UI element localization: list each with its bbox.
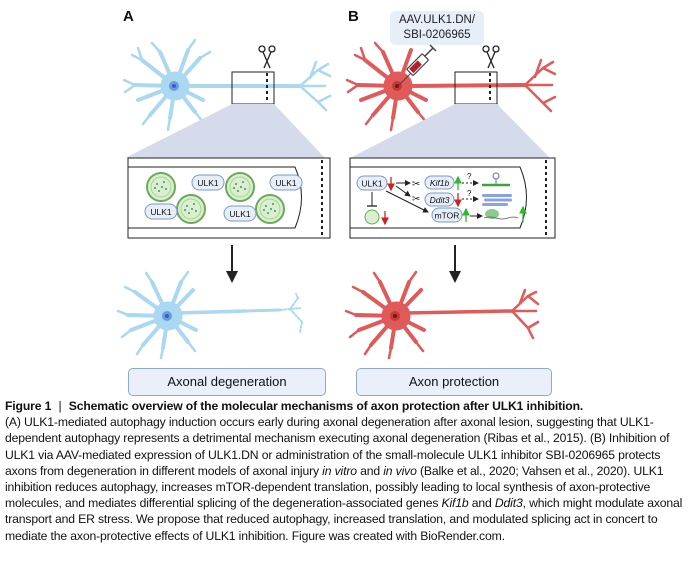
neuron-b-protected bbox=[344, 270, 540, 360]
treatment-label: AAV.ULK1.DN/ SBI-0206965 bbox=[390, 11, 484, 45]
treatment-label-line2: SBI-0206965 bbox=[403, 29, 471, 41]
caption-ddit3: Ddit3 bbox=[494, 496, 523, 511]
caption-text-part3: , which might modulate axonal transport … bbox=[5, 496, 683, 543]
caption-title: Schematic overview of the molecular mech… bbox=[68, 399, 584, 413]
mtor-label: mTOR bbox=[435, 211, 460, 221]
caption-in-vivo: in vivo bbox=[383, 463, 417, 478]
mtor-pill bbox=[431, 207, 463, 223]
ulk1-label: ULK1 bbox=[197, 178, 219, 188]
caption-separator: | bbox=[58, 399, 62, 413]
ulk1-pill: ULK1 bbox=[223, 205, 257, 222]
autophagosome-icon bbox=[255, 194, 285, 224]
figure-schematic: A B AAV.ULK1.DN/ SBI-0206965 bbox=[116, 8, 557, 396]
autophagosome-icon bbox=[146, 172, 176, 202]
autophagosome-icon bbox=[176, 194, 206, 224]
caption-text-part1: (A) ULK1-mediated autophagy induction oc… bbox=[5, 415, 670, 478]
scissors-icon bbox=[482, 45, 500, 69]
syringe-icon bbox=[397, 44, 437, 87]
caption-text-part2: (Balke et al., 2020; Vahsen et al., 2020… bbox=[5, 463, 664, 511]
neuron-a-top bbox=[122, 38, 332, 132]
outcome-axon-protection: Axon protection bbox=[356, 368, 552, 396]
caption-kif1b: Kif1b bbox=[441, 496, 469, 511]
ulk1-label: ULK1 bbox=[150, 207, 172, 217]
ddit3-label: Ddit3 bbox=[430, 195, 450, 205]
er-icon bbox=[482, 194, 512, 206]
autophagosome-icon bbox=[146, 172, 285, 224]
caption-and2: and bbox=[468, 496, 495, 511]
ddit3-pill bbox=[424, 192, 455, 207]
zoom-wedge-a bbox=[125, 104, 325, 158]
autophagosome-icon bbox=[364, 209, 380, 225]
figure-caption: Figure 1 | Schematic overview of the mol… bbox=[5, 398, 687, 544]
kif1b-label: Kif1b bbox=[430, 178, 450, 188]
ulk1-pill-b bbox=[356, 175, 388, 191]
scissors-icon bbox=[258, 45, 276, 69]
zoom-wedge-b bbox=[350, 104, 550, 158]
neuron-a-degenerating bbox=[116, 270, 303, 360]
ulk1-pill: ULK1 bbox=[144, 203, 178, 220]
caption-figure-number: Figure 1 bbox=[5, 399, 52, 413]
treatment-label-line1: AAV.ULK1.DN/ bbox=[398, 14, 476, 26]
scissors-icon: ✂ bbox=[412, 194, 420, 205]
kif1b-pill bbox=[424, 175, 455, 190]
ulk1-pill: ULK1 bbox=[191, 174, 225, 191]
caption-in-vitro: in vitro bbox=[322, 463, 357, 478]
caption-and: and bbox=[356, 463, 384, 478]
panel-b-label: B bbox=[348, 8, 359, 25]
autophagosome-icon bbox=[225, 172, 255, 202]
mrna-icon bbox=[483, 216, 519, 220]
ribosome-icon bbox=[485, 209, 499, 219]
question-mark: ? bbox=[467, 189, 472, 198]
ulk1-label: ULK1 bbox=[275, 178, 297, 188]
ulk1-label-b: ULK1 bbox=[361, 179, 383, 189]
scissors-icon: ✂ bbox=[412, 179, 420, 190]
pathway-diagram: ULK1 ✂ ✂ Kif1b ? Ddit3 bbox=[356, 172, 527, 226]
outcome-axonal-degeneration: Axonal degeneration bbox=[128, 368, 326, 396]
ulk1-label: ULK1 bbox=[229, 209, 251, 219]
question-mark: ? bbox=[467, 172, 472, 181]
panel-a-label: A bbox=[123, 8, 134, 25]
ulk1-pill: ULK1 bbox=[269, 174, 303, 191]
